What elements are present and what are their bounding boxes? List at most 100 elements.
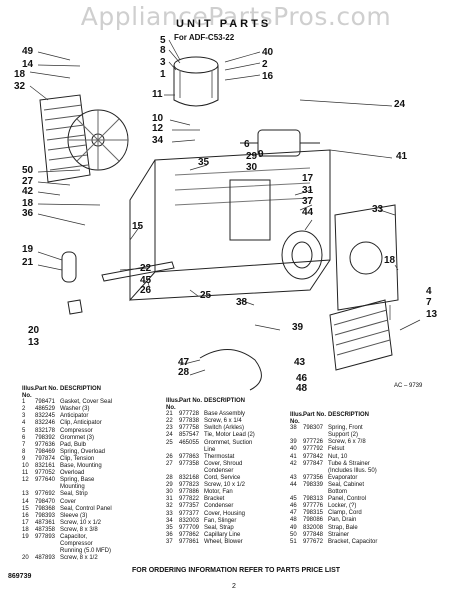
description-cell: Anticipator <box>60 413 89 420</box>
document-code: 869739 <box>8 573 32 580</box>
callout-7: 7 <box>426 297 432 308</box>
callout-30: 30 <box>246 162 258 173</box>
illus-cell: 46 <box>290 503 297 510</box>
illus-cell <box>290 468 303 475</box>
illus-cell: 25 <box>166 439 173 446</box>
callout-21: 21 <box>22 257 34 268</box>
illus-cell: 38 <box>290 425 297 432</box>
part-number-cell: 977838 <box>179 418 200 425</box>
illus-cell: 29 <box>166 482 173 489</box>
illus-cell: 37 <box>166 538 173 545</box>
part-number-cell: 798086 <box>303 517 324 524</box>
part-number-cell: 832161 <box>35 463 56 470</box>
description-cell: Bottom <box>328 489 348 496</box>
description-cell: Clip, Anticipator <box>60 420 102 427</box>
callout-39: 39 <box>292 322 304 333</box>
watermark: AppliancePartsPros.com <box>80 2 392 31</box>
part-number-cell: 798313 <box>303 496 324 503</box>
description-cell: Support (2) <box>328 432 359 439</box>
description-cell: Base Assembly <box>204 411 246 418</box>
header-illus: Illus. No. <box>166 398 180 411</box>
part-number-cell: 487358 <box>35 526 56 533</box>
illus-cell: 48 <box>290 517 297 524</box>
illus-cell: 36 <box>166 531 173 538</box>
callout-5: 5 <box>160 35 166 46</box>
description-cell: Pad, Bulb <box>60 441 87 448</box>
callout-33: 33 <box>372 204 384 215</box>
part-number-cell <box>303 489 328 496</box>
description-cell: Pan, Drain <box>328 517 357 524</box>
illus-cell: 39 <box>290 439 297 446</box>
header-description: DESCRIPTION <box>328 412 370 418</box>
callout-40: 40 <box>262 47 274 58</box>
part-number-cell: 977640 <box>35 477 56 484</box>
part-number-cell: 977823 <box>179 482 200 489</box>
callout-49: 49 <box>22 46 34 57</box>
description-cell: Grommet, Suction <box>204 439 253 446</box>
header-illus: Illus. No. <box>290 412 304 425</box>
ordering-footer: FOR ORDERING INFORMATION REFER TO PARTS … <box>131 567 341 574</box>
leader-lines <box>29 39 421 376</box>
table-row: Running (5.0 MFD) <box>22 548 162 555</box>
callout-25: 25 <box>200 290 212 301</box>
illus-cell: 30 <box>166 489 173 496</box>
callout-46: 46 <box>296 373 308 384</box>
description-cell: Spring, Base <box>60 477 95 484</box>
part-number-cell: 977848 <box>303 531 324 538</box>
figure-code: AC – 9739 <box>394 383 423 389</box>
part-number-cell <box>179 468 204 475</box>
illus-cell: 7 <box>22 441 26 448</box>
description-cell: Strainer <box>328 531 350 538</box>
description-cell: Clamp, Cord <box>328 510 362 517</box>
callout-18-c: 18 <box>384 255 396 266</box>
description-cell: Wheel, Blower <box>204 538 243 545</box>
illus-cell <box>22 484 35 491</box>
evaporator-drawing <box>329 299 393 371</box>
description-cell: Seal, Strip <box>60 491 88 498</box>
callout-13: 13 <box>28 337 40 348</box>
table-row: Support (2) <box>290 432 466 439</box>
part-number-cell: 798315 <box>303 510 324 517</box>
callout-37: 37 <box>302 196 314 207</box>
description-cell: Fan, Slinger <box>204 517 237 524</box>
description-cell: Capacitor, <box>60 533 88 540</box>
illus-cell: 9 <box>22 455 26 462</box>
capacitor-drawing <box>61 251 77 283</box>
header-part: Part No. <box>303 412 327 418</box>
description-cell: (Includes Illus. 50) <box>328 467 377 474</box>
description-cell: Cover, Shroud <box>204 460 243 467</box>
table-row: Mounting <box>22 484 162 491</box>
table-row: Compressor <box>22 541 162 548</box>
callout-18-b: 18 <box>22 198 34 209</box>
description-cell: Screw, 10 x 1/2 <box>204 482 246 489</box>
page-title: UNIT PARTS <box>176 18 272 30</box>
illus-cell: 2 <box>22 406 26 413</box>
description-cell: Screw, 6 x 1/4 <box>204 418 242 425</box>
part-number-cell: 977357 <box>179 503 200 510</box>
callout-50: 50 <box>22 165 34 176</box>
description-cell: Cord, Service <box>204 475 241 482</box>
description-cell: Strap, Bale <box>328 524 358 531</box>
description-cell: Tube & Strainer <box>328 460 370 467</box>
illus-cell: 16 <box>22 512 29 519</box>
illus-cell: 3 <box>22 413 26 420</box>
part-number-cell: 977356 <box>303 474 324 481</box>
description-cell: Mounting <box>60 484 85 491</box>
part-number-cell <box>303 468 328 475</box>
illus-cell: 31 <box>166 496 173 503</box>
illus-cell <box>166 468 179 475</box>
illus-cell: 14 <box>22 498 29 505</box>
compressor-drawing <box>173 56 219 107</box>
description-cell: Panel, Control <box>328 496 367 503</box>
